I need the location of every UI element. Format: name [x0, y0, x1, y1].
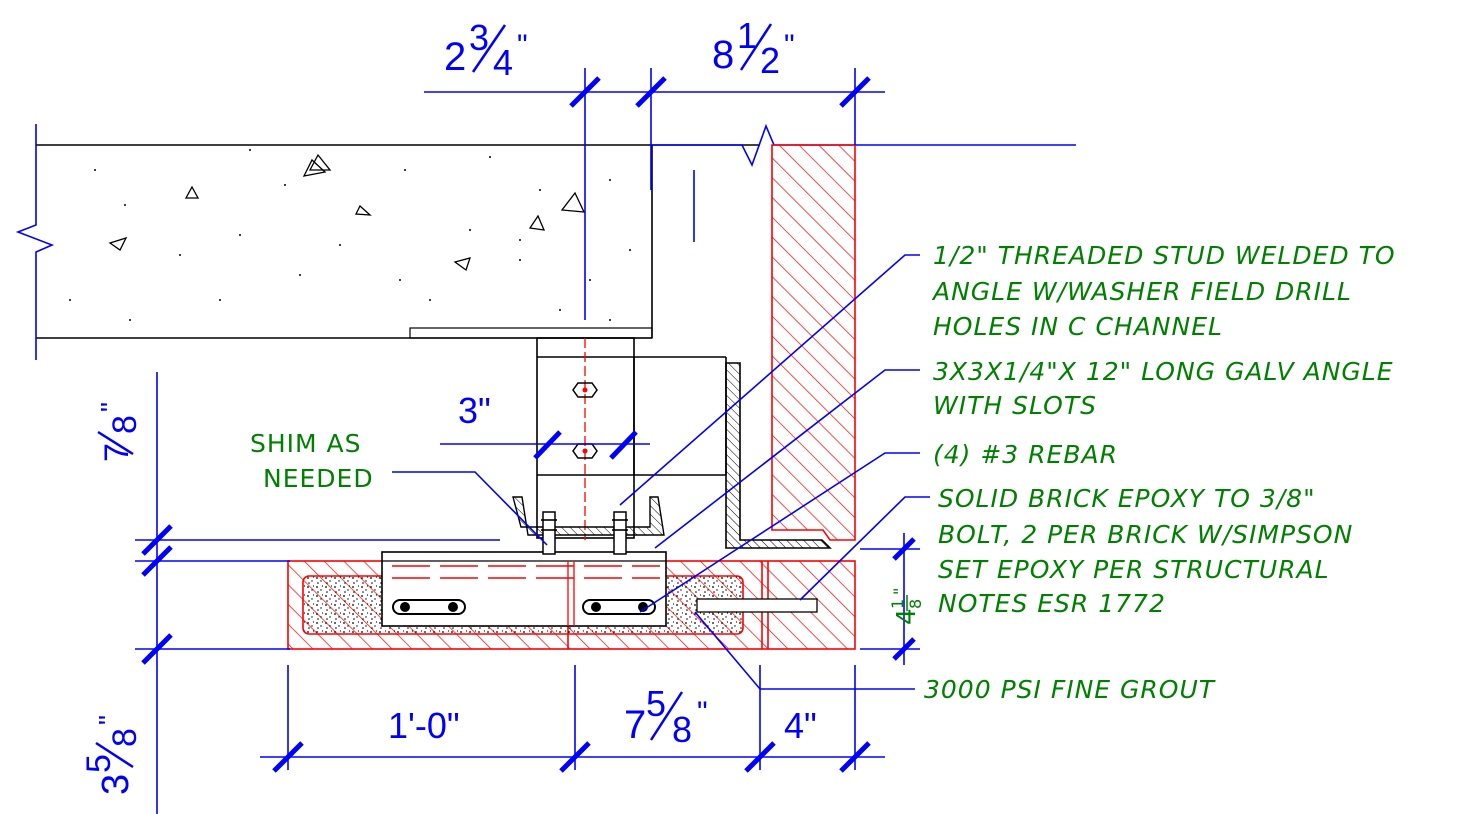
- support-bracket: [512, 337, 727, 555]
- dim-top-left-den: 4: [493, 42, 513, 83]
- dim-bottom-2-whole: 7: [624, 703, 646, 747]
- note-epoxy-line-3: SET EPOXY PER STRUCTURAL: [938, 555, 1330, 584]
- dim-right-small-num: 1: [888, 598, 907, 609]
- dim-angle-width: 3": [458, 390, 491, 431]
- note-grout: 3000 PSI FINE GROUT: [924, 675, 1216, 704]
- dim-right-small-whole: 4: [892, 607, 922, 625]
- dim-top-left-unit: ": [517, 29, 528, 62]
- note-stud-line-3: HOLES IN C CHANNEL: [933, 312, 1223, 341]
- dim-right-small: 4 1 8 ": [888, 587, 925, 625]
- dim-left-lower-unit: ": [93, 715, 124, 725]
- note-angle-line-2: WITH SLOTS: [933, 391, 1097, 420]
- dim-top-left: 2 3 4 ": [444, 17, 528, 83]
- dim-bottom-2-num: 5: [646, 683, 666, 724]
- break-line: [652, 123, 1076, 168]
- note-stud-line-1: 1/2" THREADED STUD WELDED TO: [933, 241, 1396, 270]
- dim-top-right-den: 2: [760, 40, 780, 81]
- dim-bottom-2-den: 8: [672, 709, 692, 750]
- note-stud-line-2: ANGLE W/WASHER FIELD DRILL: [931, 277, 1352, 306]
- note-grout-line-1: 3000 PSI FINE GROUT: [924, 675, 1216, 704]
- dim-left-upper-den: 8: [106, 415, 144, 434]
- note-angle-line-1: 3X3X1/4"X 12" LONG GALV ANGLE: [933, 357, 1394, 386]
- dim-bottom-1: 1'-0": [388, 705, 460, 746]
- dim-left-upper: 7 8 ": [95, 402, 144, 462]
- dim-bottom-3: 4": [784, 705, 817, 746]
- note-angle: 3X3X1/4"X 12" LONG GALV ANGLE WITH SLOTS: [933, 357, 1394, 420]
- epoxy-bolt: [696, 598, 818, 613]
- note-epoxy-line-1: SOLID BRICK EPOXY TO 3/8": [938, 484, 1316, 513]
- dim-top-right-whole: 8: [712, 33, 734, 77]
- note-epoxy: SOLID BRICK EPOXY TO 3/8" BOLT, 2 PER BR…: [938, 484, 1353, 618]
- dim-bottom-2: 7 5 8 ": [624, 683, 708, 750]
- dim-left-lower-whole: 3: [95, 774, 137, 795]
- dimension-lines: [135, 68, 920, 814]
- dim-top-left-num: 3: [469, 17, 489, 58]
- dim-right-small-den: 8: [906, 598, 925, 609]
- dim-left-lower: 3 5 8 ": [80, 715, 144, 795]
- leader-lines: [392, 254, 930, 690]
- dim-left-lower-num: 5: [80, 754, 118, 773]
- note-shim: SHIM AS NEEDED: [250, 429, 374, 493]
- dim-left-upper-num: 7: [98, 443, 136, 462]
- dim-top-right: 8 1 2 ": [712, 15, 795, 81]
- note-rebar: (4) #3 REBAR: [933, 440, 1118, 469]
- dim-bottom-2-unit: ": [697, 696, 708, 729]
- note-shim-line-2: NEEDED: [263, 464, 374, 493]
- note-shim-line-1: SHIM AS: [250, 429, 362, 458]
- galv-angle: [725, 362, 832, 549]
- concrete-slab: [15, 124, 760, 360]
- dim-left-upper-unit: ": [95, 402, 126, 412]
- note-stud: 1/2" THREADED STUD WELDED TO ANGLE W/WAS…: [931, 241, 1396, 341]
- note-epoxy-line-4: NOTES ESR 1772: [938, 589, 1166, 618]
- note-epoxy-line-2: BOLT, 2 PER BRICK W/SIMPSON: [938, 520, 1353, 549]
- dim-top-left-whole: 2: [444, 35, 466, 79]
- dim-left-lower-den: 8: [106, 728, 144, 747]
- dim-top-right-unit: ": [784, 29, 795, 62]
- dim-top-right-num: 1: [737, 15, 757, 56]
- masonry-lintel: [287, 551, 856, 650]
- dim-right-small-unit: ": [890, 587, 909, 595]
- note-rebar-line-1: (4) #3 REBAR: [933, 440, 1118, 469]
